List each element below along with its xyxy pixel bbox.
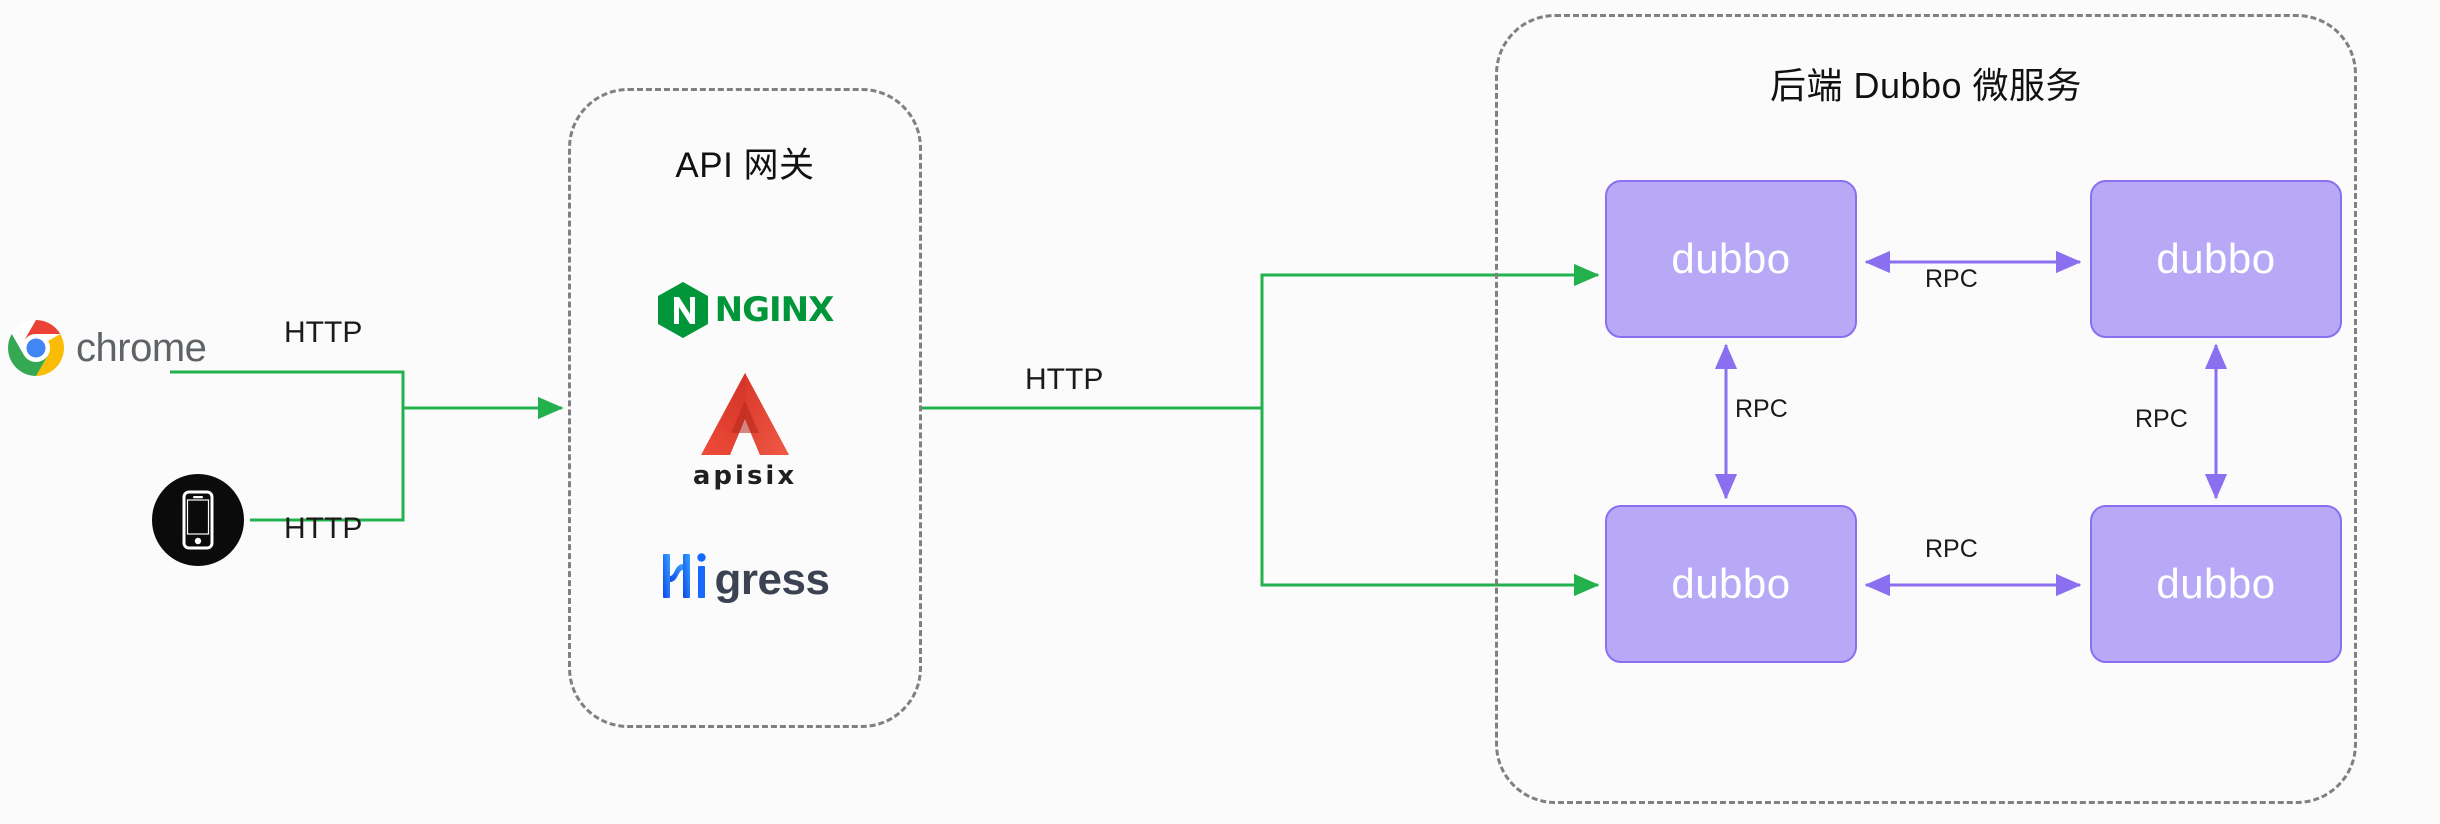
- gateway-logo-apisix: apisix: [571, 371, 919, 491]
- nginx-hexagon-icon: [657, 282, 708, 338]
- chrome-logo-icon: [8, 320, 64, 376]
- dubbo-node-top-left[interactable]: dubbo: [1605, 180, 1857, 338]
- dubbo-node-label: dubbo: [2156, 235, 2276, 282]
- api-gateway-region: API 网关 NGINX: [568, 88, 922, 728]
- gateway-logo-higress: Higress: [571, 546, 919, 605]
- mobile-phone-icon: [152, 474, 244, 566]
- client-mobile: [148, 470, 248, 570]
- gateway-logo-nginx: NGINX: [571, 281, 919, 339]
- dubbo-node-bottom-left[interactable]: dubbo: [1605, 505, 1857, 663]
- edge-label-http-gateway-backend: HTTP: [1025, 363, 1104, 396]
- backend-dubbo-title: 后端 Dubbo 微服务: [1769, 65, 2083, 106]
- edge-chrome-http: [170, 370, 405, 408]
- client-chrome: chrome: [8, 320, 207, 376]
- apisix-chevron-icon: [701, 373, 789, 455]
- backend-dubbo-region: 后端 Dubbo 微服务: [1495, 14, 2357, 804]
- dubbo-node-bottom-right[interactable]: dubbo: [2090, 505, 2342, 663]
- edge-gateway-to-dubbo-bottom: [1260, 408, 1600, 597]
- edge-mobile-http: [250, 408, 405, 522]
- api-gateway-title: API 网关: [675, 146, 815, 185]
- edge-label-http-chrome: HTTP: [284, 316, 363, 349]
- nginx-wordmark: NGINX: [714, 290, 835, 330]
- dubbo-node-label: dubbo: [2156, 560, 2276, 607]
- dubbo-node-top-right[interactable]: dubbo: [2090, 180, 2342, 338]
- dubbo-node-label: dubbo: [1671, 235, 1791, 282]
- chrome-label: chrome: [76, 325, 207, 370]
- dubbo-node-label: dubbo: [1671, 560, 1791, 607]
- edge-label-rpc-right: RPC: [2135, 405, 2188, 433]
- edge-label-http-mobile: HTTP: [284, 512, 363, 545]
- edge-label-rpc-bottom: RPC: [1925, 535, 1978, 563]
- edge-label-rpc-left: RPC: [1735, 395, 1788, 423]
- higress-wordmark-rest: gress: [714, 555, 830, 604]
- higress-logo-icon: [662, 553, 706, 598]
- edge-label-rpc-top: RPC: [1925, 265, 1978, 293]
- apisix-wordmark: apisix: [692, 461, 798, 491]
- edge-gateway-to-dubbo-top: [922, 263, 1600, 410]
